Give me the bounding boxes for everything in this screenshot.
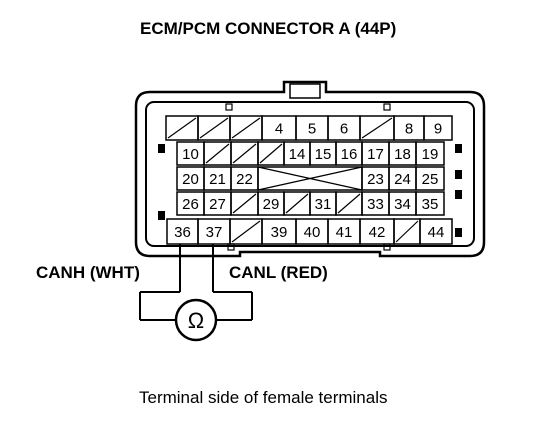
terminal-number: 17 [367, 146, 384, 163]
terminal-cell [203, 141, 232, 166]
terminal-number: 35 [422, 196, 439, 213]
terminal-number: 36 [174, 224, 191, 241]
terminal-cell: 4 [261, 115, 297, 141]
terminal-number: 16 [341, 146, 358, 163]
terminal-cell [257, 166, 363, 191]
terminal-cell [197, 115, 231, 141]
terminal-cell: 22 [230, 166, 259, 191]
diagram-caption: Terminal side of female terminals [139, 388, 387, 407]
terminal-number: 18 [394, 146, 411, 163]
terminal-cell: 24 [388, 166, 417, 191]
terminal-cell [393, 218, 421, 245]
terminal-number: 44 [428, 224, 445, 241]
diagram-title: ECM/PCM CONNECTOR A (44P) [140, 19, 396, 38]
ohmmeter-symbol: Ω [174, 298, 218, 342]
terminal-number: 26 [182, 196, 199, 213]
terminal-cell: 40 [295, 218, 329, 245]
terminal-number: 21 [209, 171, 226, 188]
terminal-cell: 16 [335, 141, 363, 166]
terminal-cell: 14 [283, 141, 311, 166]
terminal-number: 41 [336, 224, 353, 241]
terminal-number: 37 [206, 224, 223, 241]
terminal-cell [165, 115, 199, 141]
terminal-number: 4 [275, 121, 283, 138]
terminal-number: 14 [289, 146, 306, 163]
terminal-cell: 36 [166, 218, 199, 245]
terminal-number: 31 [315, 196, 332, 213]
terminal-number: 42 [369, 224, 386, 241]
terminal-cell [230, 191, 259, 216]
terminal-cell: 9 [423, 115, 453, 141]
terminal-number: 25 [422, 171, 439, 188]
terminal-cell: 42 [359, 218, 395, 245]
terminal-cell: 6 [327, 115, 361, 141]
terminal-number: 33 [367, 196, 384, 213]
terminal-cell: 41 [327, 218, 361, 245]
ohm-icon: Ω [188, 308, 204, 333]
terminal-number: 34 [394, 196, 411, 213]
terminal-number: 10 [182, 146, 199, 163]
terminal-cell: 5 [295, 115, 329, 141]
terminal-number: 29 [263, 196, 280, 213]
terminal-number: 6 [340, 121, 348, 138]
terminal-number: 24 [394, 171, 411, 188]
terminal-cell: 17 [361, 141, 390, 166]
probe-wiring [139, 244, 253, 321]
terminal-cell: 33 [361, 191, 390, 216]
terminal-cell: 34 [388, 191, 417, 216]
terminal-cell: 21 [203, 166, 232, 191]
terminal-number: 39 [271, 224, 288, 241]
canh-label: CANH (WHT) [36, 263, 140, 282]
terminal-cell: 39 [261, 218, 297, 245]
terminal-number: 15 [315, 146, 332, 163]
terminal-number: 5 [308, 121, 316, 138]
terminal-number: 9 [434, 121, 442, 138]
terminal-cell: 18 [388, 141, 417, 166]
terminal-cell [257, 141, 285, 166]
terminal-cell [335, 191, 363, 216]
terminal-cell [359, 115, 395, 141]
terminal-cell [283, 191, 311, 216]
terminal-cell: 27 [203, 191, 232, 216]
terminal-number: 40 [304, 224, 321, 241]
terminal-cell: 35 [415, 191, 445, 216]
terminal-cell: 19 [415, 141, 445, 166]
terminal-grid: 4 5 6 8 9 10 14 15 16 17 18 19 20 21 22 23 24 25 26 27 29 31 3… [165, 115, 453, 245]
terminal-number: 23 [367, 171, 384, 188]
connector-housing [134, 80, 486, 258]
terminal-cell: 37 [197, 218, 231, 245]
terminal-cell: 25 [415, 166, 445, 191]
terminal-cell: 31 [309, 191, 337, 216]
terminal-number: 22 [236, 171, 253, 188]
terminal-cell: 23 [361, 166, 390, 191]
terminal-cell [229, 115, 263, 141]
terminal-number: 20 [182, 171, 199, 188]
terminal-number: 27 [209, 196, 226, 213]
terminal-cell: 29 [257, 191, 285, 216]
terminal-cell: 44 [419, 218, 453, 245]
terminal-cell [229, 218, 263, 245]
terminal-cell: 8 [393, 115, 425, 141]
terminal-number: 8 [405, 121, 413, 138]
canl-label: CANL (RED) [229, 263, 328, 282]
terminal-cell: 26 [176, 191, 205, 216]
terminal-number: 19 [422, 146, 439, 163]
terminal-cell: 20 [176, 166, 205, 191]
terminal-cell: 10 [176, 141, 205, 166]
terminal-cell [230, 141, 259, 166]
terminal-cell: 15 [309, 141, 337, 166]
